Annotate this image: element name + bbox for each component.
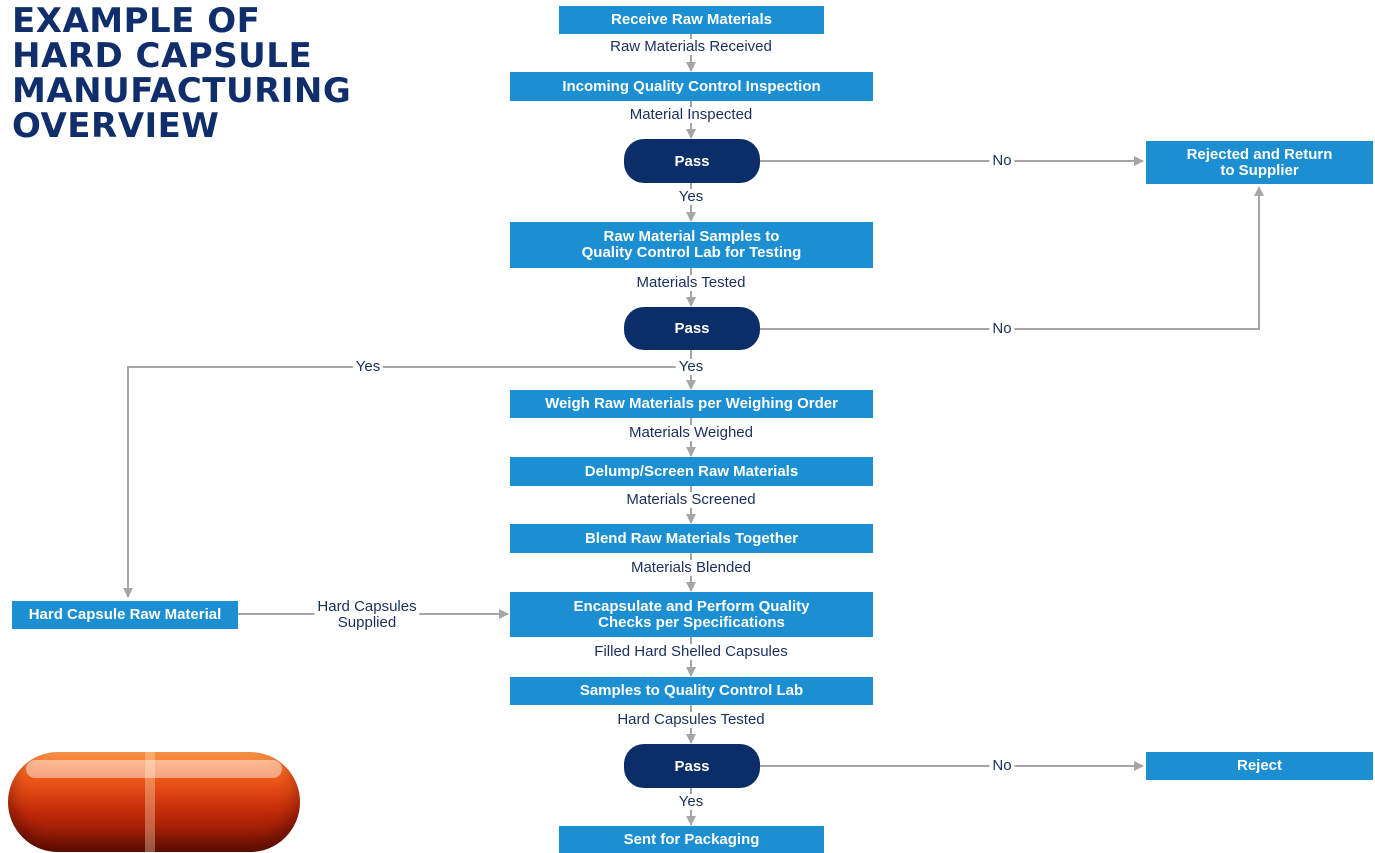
- diagram-title: EXAMPLE OF HARD CAPSULE MANUFACTURING OV…: [12, 1, 352, 146]
- label-materials-weighed: Materials Weighed: [626, 425, 756, 441]
- capsule-image: [8, 752, 300, 852]
- step-samples-to-lab: Raw Material Samples to Quality Control …: [510, 222, 873, 268]
- step-rejected-return-supplier: Rejected and Return to Supplier: [1146, 141, 1373, 184]
- capsule-seam: [145, 752, 155, 852]
- label-no-3: No: [989, 758, 1015, 774]
- decision-pass-final: Pass: [624, 744, 760, 788]
- step-incoming-quality-control: Incoming Quality Control Inspection: [510, 72, 873, 101]
- step-weigh-raw-materials: Weigh Raw Materials per Weighing Order: [510, 390, 873, 418]
- capsule-shine: [26, 760, 282, 778]
- decision-pass-inspection: Pass: [624, 139, 760, 183]
- label-no-2: No: [989, 321, 1015, 337]
- step-reject: Reject: [1146, 752, 1373, 780]
- connector-yes-to-hard-capsule: [123, 366, 691, 598]
- connector-pass2-no: [760, 186, 1264, 330]
- label-hard-capsules-supplied: Hard Capsules Supplied: [314, 599, 420, 631]
- step-hard-capsule-raw-material: Hard Capsule Raw Material: [12, 601, 238, 629]
- label-yes-left: Yes: [352, 359, 384, 375]
- label-materials-screened: Materials Screened: [623, 492, 759, 508]
- step-encapsulate: Encapsulate and Perform Quality Checks p…: [510, 592, 873, 637]
- label-materials-blended: Materials Blended: [627, 560, 755, 576]
- label-no-1: No: [989, 153, 1015, 169]
- step-blend-raw-materials: Blend Raw Materials Together: [510, 524, 873, 553]
- label-hard-capsules-tested: Hard Capsules Tested: [614, 712, 768, 728]
- label-yes-3: Yes: [675, 794, 707, 810]
- label-materials-tested: Materials Tested: [633, 275, 749, 291]
- label-raw-materials-received: Raw Materials Received: [607, 39, 775, 55]
- label-yes-1: Yes: [675, 189, 707, 205]
- label-filled-capsules: Filled Hard Shelled Capsules: [591, 644, 791, 660]
- label-material-inspected: Material Inspected: [626, 107, 756, 123]
- step-samples-to-qc-lab: Samples to Quality Control Lab: [510, 677, 873, 705]
- step-receive-raw-materials: Receive Raw Materials: [559, 6, 824, 34]
- label-yes-2: Yes: [675, 359, 707, 375]
- step-delump-screen: Delump/Screen Raw Materials: [510, 457, 873, 486]
- step-sent-for-packaging: Sent for Packaging: [559, 826, 824, 853]
- decision-pass-testing: Pass: [624, 307, 760, 350]
